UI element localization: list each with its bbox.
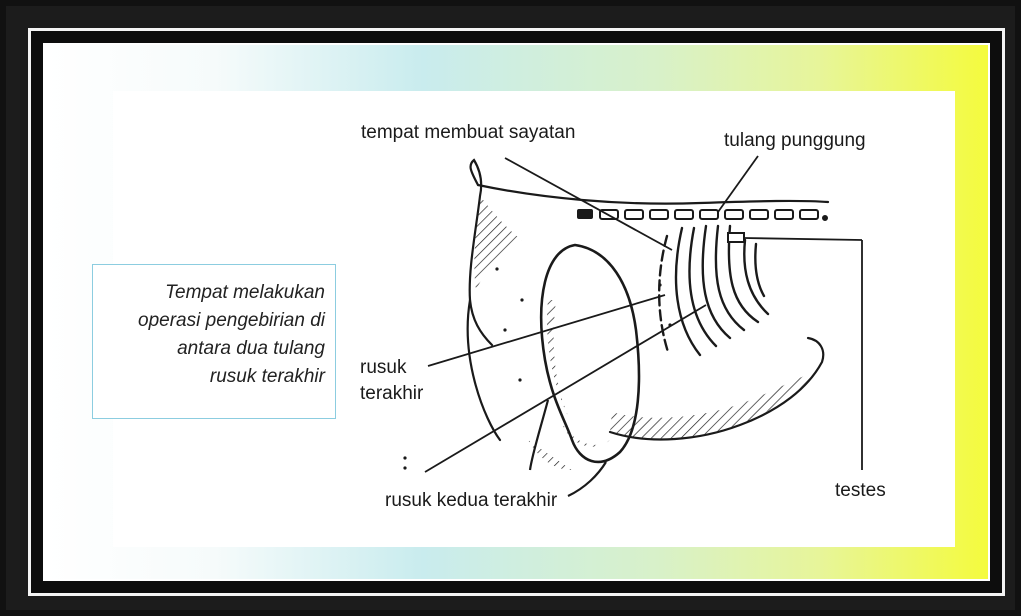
- label-backbone: tulang punggung: [724, 130, 866, 151]
- shoulder-hatching: [474, 196, 522, 290]
- ribs: [659, 226, 768, 355]
- flank-hatching: [610, 372, 815, 439]
- label-last-rib-line-1: rusuk: [360, 357, 407, 378]
- label-testes: testes: [835, 480, 886, 501]
- label-incision-site: tempat membuat sayatan: [361, 122, 575, 143]
- thigh-shape: [528, 245, 639, 496]
- label-second-last-rib: rusuk kedua terakhir: [385, 490, 558, 511]
- testes-marker: [728, 233, 744, 242]
- label-last-rib-line-2: terakhir: [360, 383, 424, 404]
